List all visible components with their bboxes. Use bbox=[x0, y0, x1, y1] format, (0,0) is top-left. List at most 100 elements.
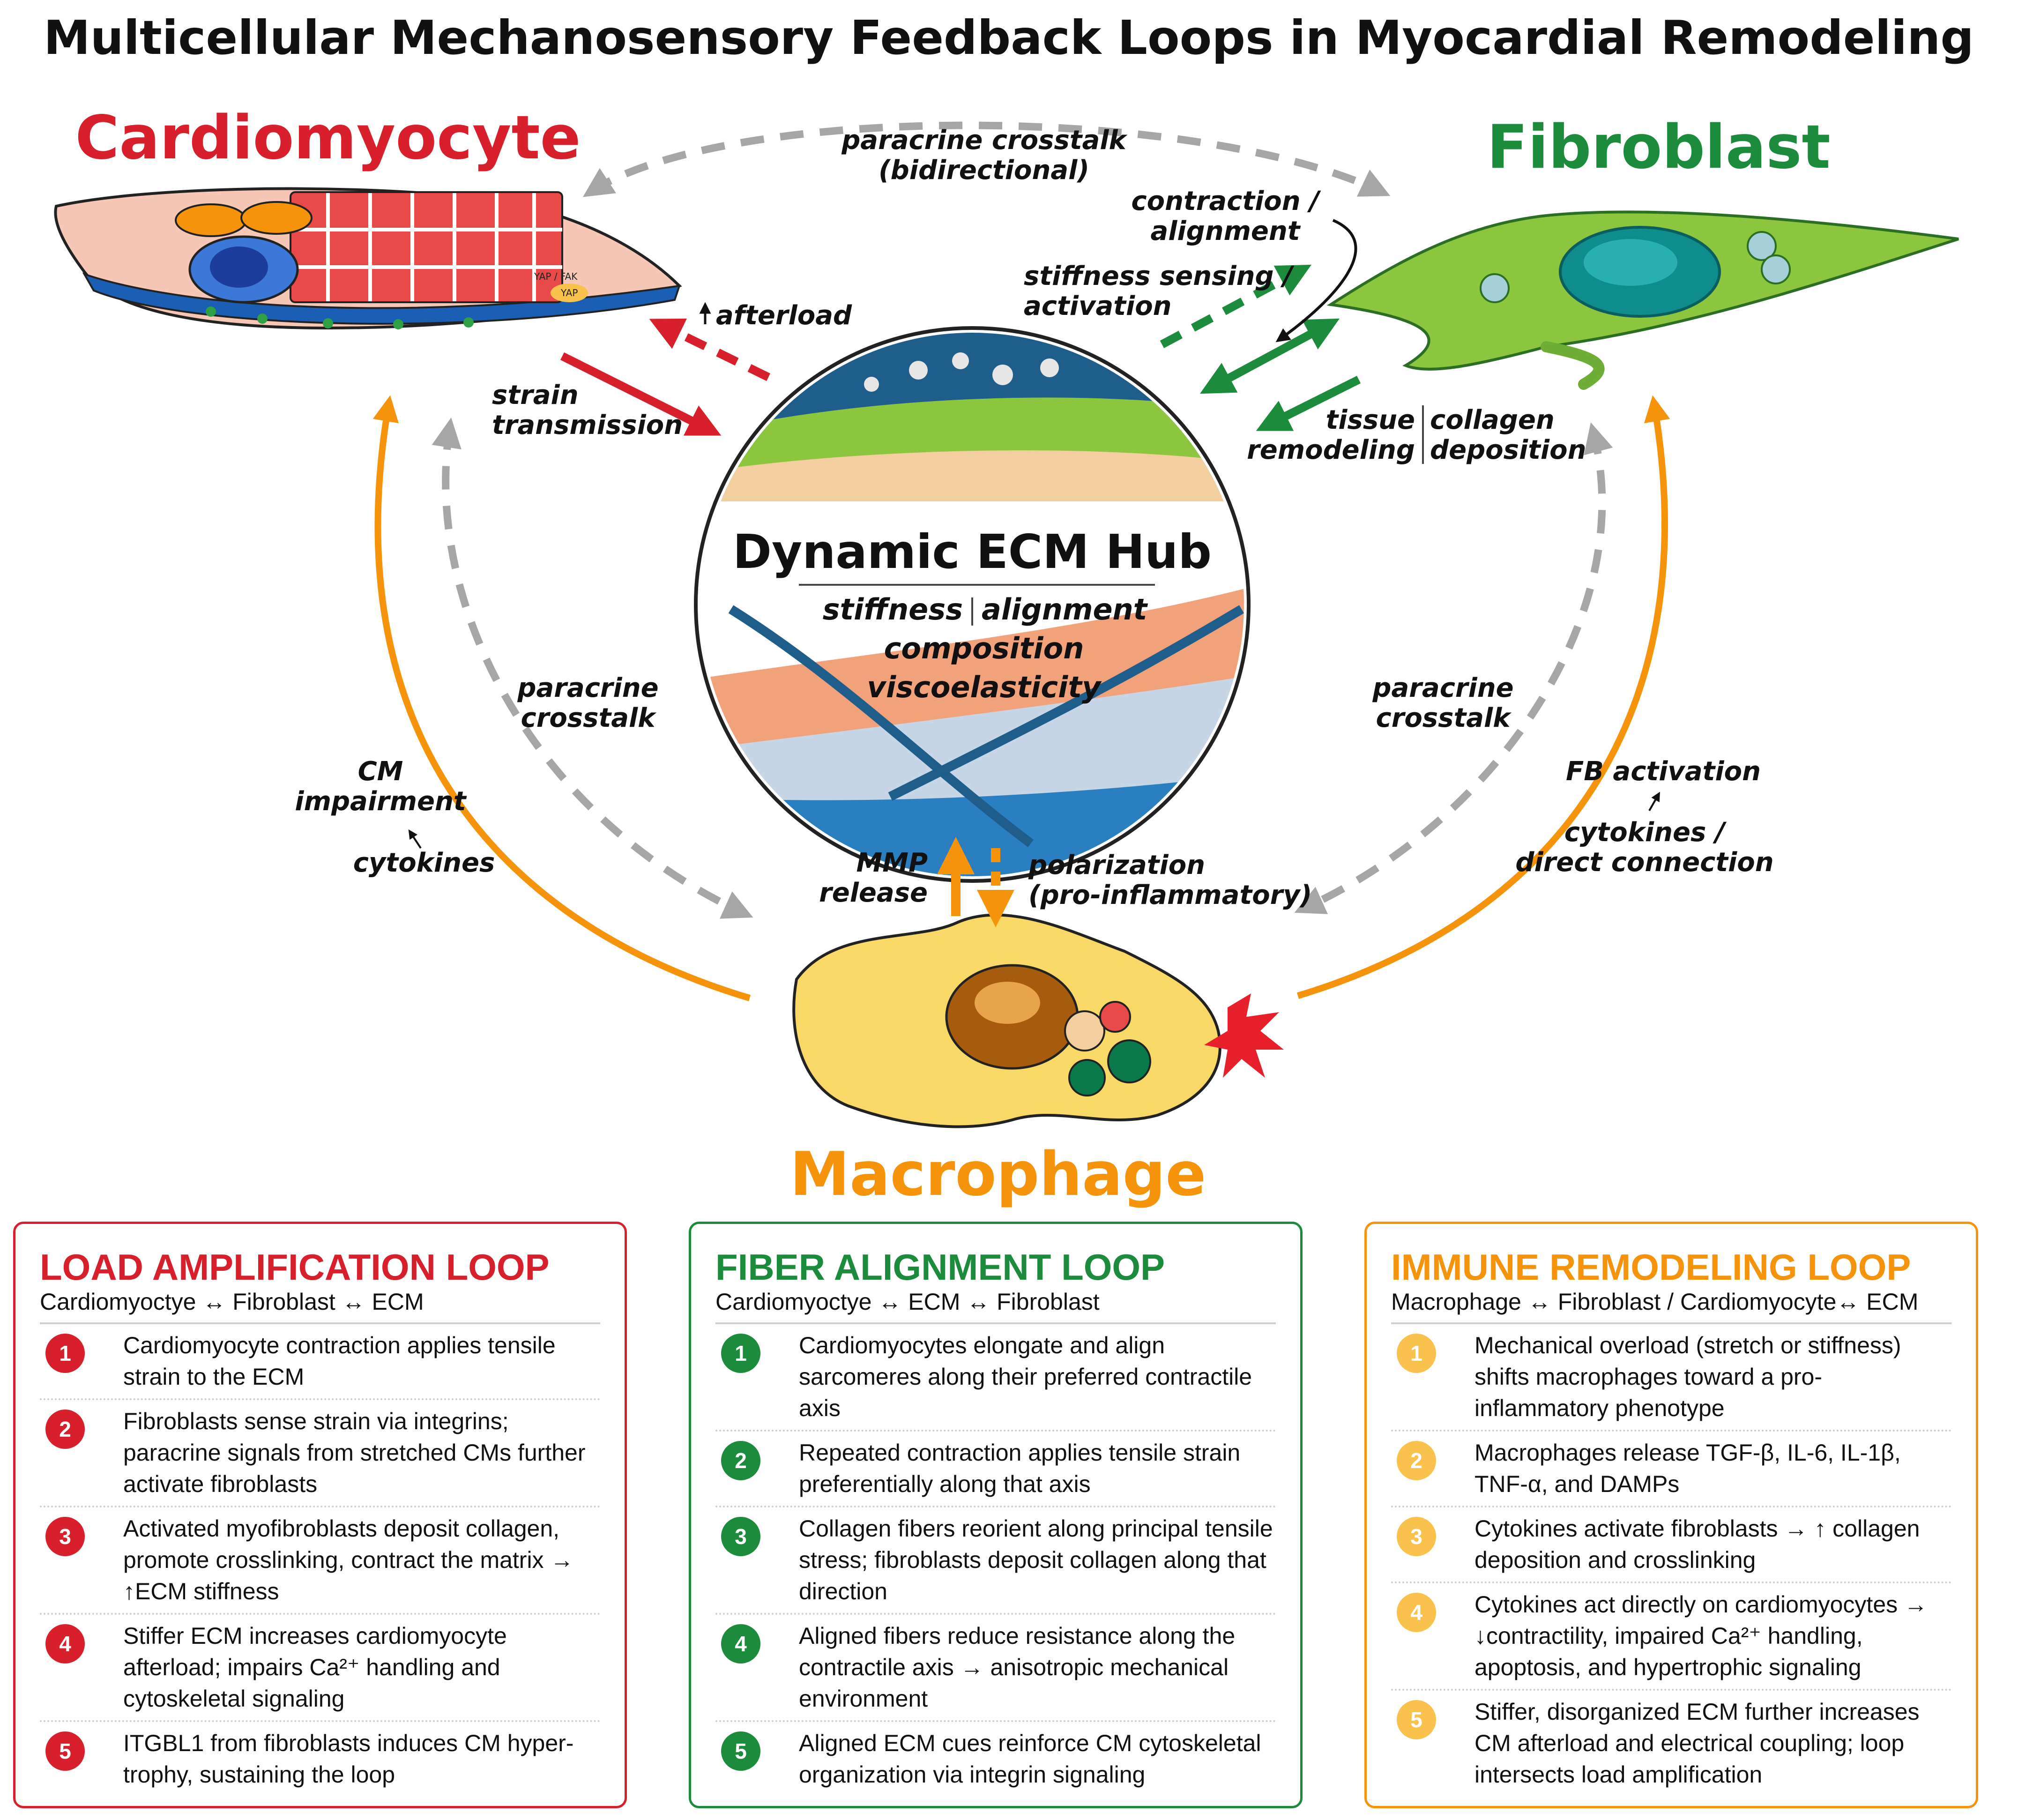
step-text: Aligned fibers reduce resistance along t… bbox=[799, 1623, 1236, 1712]
paracrine-left-arrow bbox=[432, 418, 753, 919]
collagen-deposition-arrow bbox=[1256, 375, 1361, 431]
cm-impairment-arrow bbox=[372, 395, 751, 1001]
cytokines-right-label-2: direct connection bbox=[1515, 847, 1773, 878]
panel-title: FIBER ALIGNMENT LOOP bbox=[715, 1246, 1165, 1288]
paracrine-top-label-2: (bidirectional) bbox=[879, 155, 1089, 186]
step-text: Fibroblasts sense strain via integrins; … bbox=[123, 1408, 586, 1497]
step-badge: 3 bbox=[45, 1517, 85, 1556]
step-text: Cardiomyocyte contraction applies tensil… bbox=[123, 1332, 556, 1390]
fibroblast-title: Fibroblast bbox=[1487, 112, 1830, 182]
step-badge: 1 bbox=[721, 1334, 760, 1373]
immune-remodeling-panel: IMMUNE REMODELING LOOP Macrophage ↔ Fibr… bbox=[1364, 1222, 1978, 1808]
hub-stiffness: stiffness bbox=[823, 592, 963, 627]
contraction-label-1: contraction / bbox=[1131, 186, 1321, 216]
paracrine-top-label-1: paracrine crosstalk bbox=[841, 125, 1128, 156]
mechanosensory-diagram: Multicellular Mechanosensory Feedback Lo… bbox=[44, 10, 1974, 1209]
step-text: Activated myofibroblasts deposit collage… bbox=[123, 1515, 574, 1604]
step-text: Collagen fibers reorient along principal… bbox=[799, 1515, 1273, 1604]
panel-subtitle: Cardiomyoctye ↔ Fibroblast ↔ ECM bbox=[40, 1287, 600, 1324]
step-badge: 2 bbox=[45, 1410, 85, 1449]
yap-fak-label: YAP / FAK bbox=[534, 271, 578, 282]
paracrine-top-arrow bbox=[582, 121, 1391, 197]
contraction-alignment-arrow bbox=[1275, 219, 1357, 343]
yap-tag: YAP bbox=[560, 287, 578, 298]
step-badge: 3 bbox=[721, 1517, 760, 1556]
cm-impairment-label-1: CM bbox=[358, 756, 403, 787]
fibroblast-cell bbox=[1326, 210, 1959, 390]
ecm-hub: Dynamic ECM Hub stiffness alignment comp… bbox=[694, 326, 1251, 883]
step-badge: 4 bbox=[45, 1624, 85, 1663]
panel-title: LOAD AMPLIFICATION LOOP bbox=[40, 1246, 550, 1288]
stiffness-sensing-label-2: activation bbox=[1024, 291, 1172, 321]
step-badge: 1 bbox=[1397, 1334, 1436, 1373]
step-badge: 1 bbox=[45, 1334, 85, 1373]
step-badge: 4 bbox=[721, 1624, 760, 1663]
strain-transmission-arrow bbox=[560, 352, 722, 436]
list-item: 4 Aligned fibers reduce resistance along … bbox=[715, 1615, 1276, 1722]
tissue-label-1: tissue bbox=[1326, 405, 1415, 435]
list-item: 2 Fibroblasts sense strain via integrins;… bbox=[40, 1400, 600, 1507]
cytokines-right-label-1: cytokines / bbox=[1564, 817, 1727, 848]
collagen-label-2: deposition bbox=[1430, 435, 1586, 465]
load-amplification-panel: LOAD AMPLIFICATION LOOP Cardiomyoctye ↔ … bbox=[13, 1222, 627, 1808]
paracrine-right-label-2: crosstalk bbox=[1376, 703, 1512, 733]
list-item: 5 ITGBL1 from fibroblasts induces CM hype… bbox=[40, 1722, 600, 1796]
step-badge: 5 bbox=[45, 1731, 85, 1771]
contraction-label-2: alignment bbox=[1150, 216, 1301, 246]
list-item: 3 Cytokines activate fibroblasts → ↑ coll… bbox=[1391, 1507, 1951, 1583]
stiffness-sensing-arrow bbox=[1160, 264, 1312, 348]
polarization-label-1: polarization bbox=[1028, 850, 1205, 880]
step-badge: 2 bbox=[1397, 1441, 1436, 1480]
hub-alignment: alignment bbox=[982, 592, 1148, 627]
list-item: 5 Aligned ECM cues reinforce CM cytoskele… bbox=[715, 1722, 1276, 1796]
fb-activation-label: FB activation bbox=[1566, 756, 1761, 787]
cytokines-left-small-arrow bbox=[408, 829, 422, 849]
figure-title: Multicellular Mechanosensory Feedback Lo… bbox=[44, 10, 1974, 65]
strain-label-2: transmission bbox=[492, 410, 683, 440]
cytokines-right-small-arrow bbox=[1648, 791, 1660, 811]
panel-title: IMMUNE REMODELING LOOP bbox=[1391, 1246, 1911, 1288]
step-text: Cardiomyocytes elongate and align sarcom… bbox=[799, 1332, 1252, 1421]
macrophage-cell bbox=[792, 913, 1284, 1128]
step-text: ITGBL1 from fibroblasts induces CM hyper… bbox=[123, 1730, 574, 1788]
step-text: Aligned ECM cues reinforce CM cytoskelet… bbox=[799, 1730, 1261, 1788]
list-item: 3 Collagen fibers reorient along principa… bbox=[715, 1507, 1276, 1615]
list-item: 3 Activated myofibroblasts deposit collag… bbox=[40, 1507, 600, 1615]
cardiomyocyte-title: Cardiomyocyte bbox=[75, 103, 581, 173]
paracrine-left-label-2: crosstalk bbox=[521, 703, 657, 733]
step-text: Stiffer, disorganized ECM further increa… bbox=[1474, 1699, 1920, 1788]
list-item: 5 Stiffer, disorganized ECM further incre… bbox=[1391, 1691, 1951, 1796]
hub-viscoelasticity: viscoelasticity bbox=[867, 670, 1102, 704]
step-badge: 3 bbox=[1397, 1517, 1436, 1556]
panel-subtitle: Cardiomyoctye ↔ ECM ↔ Fibroblast bbox=[715, 1287, 1276, 1324]
step-text: Macrophages release TGF-β, IL-6, IL-1β, … bbox=[1474, 1440, 1901, 1497]
list-item: 2 Macrophages release TGF-β, IL-6, IL-1β,… bbox=[1391, 1432, 1951, 1507]
strain-label-1: strain bbox=[492, 380, 579, 410]
afterload-arrow bbox=[649, 318, 770, 381]
step-text: Cytokines act directly on cardiomyocytes… bbox=[1474, 1591, 1928, 1680]
list-item: 4 Stiffer ECM increases cardiomyocyte aft… bbox=[40, 1615, 600, 1722]
paracrine-right-label-1: paracrine bbox=[1372, 673, 1513, 703]
step-badge: 5 bbox=[721, 1731, 760, 1771]
paracrine-left-label-1: paracrine bbox=[517, 673, 658, 703]
step-badge: 4 bbox=[1397, 1593, 1436, 1632]
step-badge: 2 bbox=[721, 1441, 760, 1480]
mmp-label-2: release bbox=[819, 878, 928, 908]
step-text: Repeated contraction applies tensile str… bbox=[799, 1440, 1241, 1497]
step-text: Stiffer ECM increases cardiomyocyte afte… bbox=[123, 1623, 507, 1712]
step-badge: 5 bbox=[1397, 1700, 1436, 1739]
stiffness-sensing-label-1: stiffness sensing / bbox=[1024, 261, 1295, 291]
mmp-label-1: MMP bbox=[856, 848, 928, 878]
hub-composition: composition bbox=[884, 631, 1084, 665]
list-item: 1 Cardiomyocyte contraction applies tensi… bbox=[40, 1324, 600, 1400]
panel-subtitle: Macrophage ↔ Fibroblast / Cardiomyocyte↔… bbox=[1391, 1287, 1951, 1324]
tissue-label-2: remodeling bbox=[1247, 435, 1415, 465]
cm-impairment-label-2: impairment bbox=[295, 786, 467, 817]
polarization-label-2: (pro-inflammatory) bbox=[1028, 880, 1312, 910]
step-text: Mechanical overload (stretch or stiffnes… bbox=[1474, 1332, 1901, 1421]
macrophage-title: Macrophage bbox=[790, 1140, 1206, 1209]
list-item: 1 Cardiomyocytes elongate and align sarco… bbox=[715, 1324, 1276, 1432]
step-text: Cytokines activate fibroblasts → ↑ colla… bbox=[1474, 1515, 1920, 1573]
fiber-alignment-panel: FIBER ALIGNMENT LOOP Cardiomyoctye ↔ ECM… bbox=[689, 1222, 1303, 1808]
